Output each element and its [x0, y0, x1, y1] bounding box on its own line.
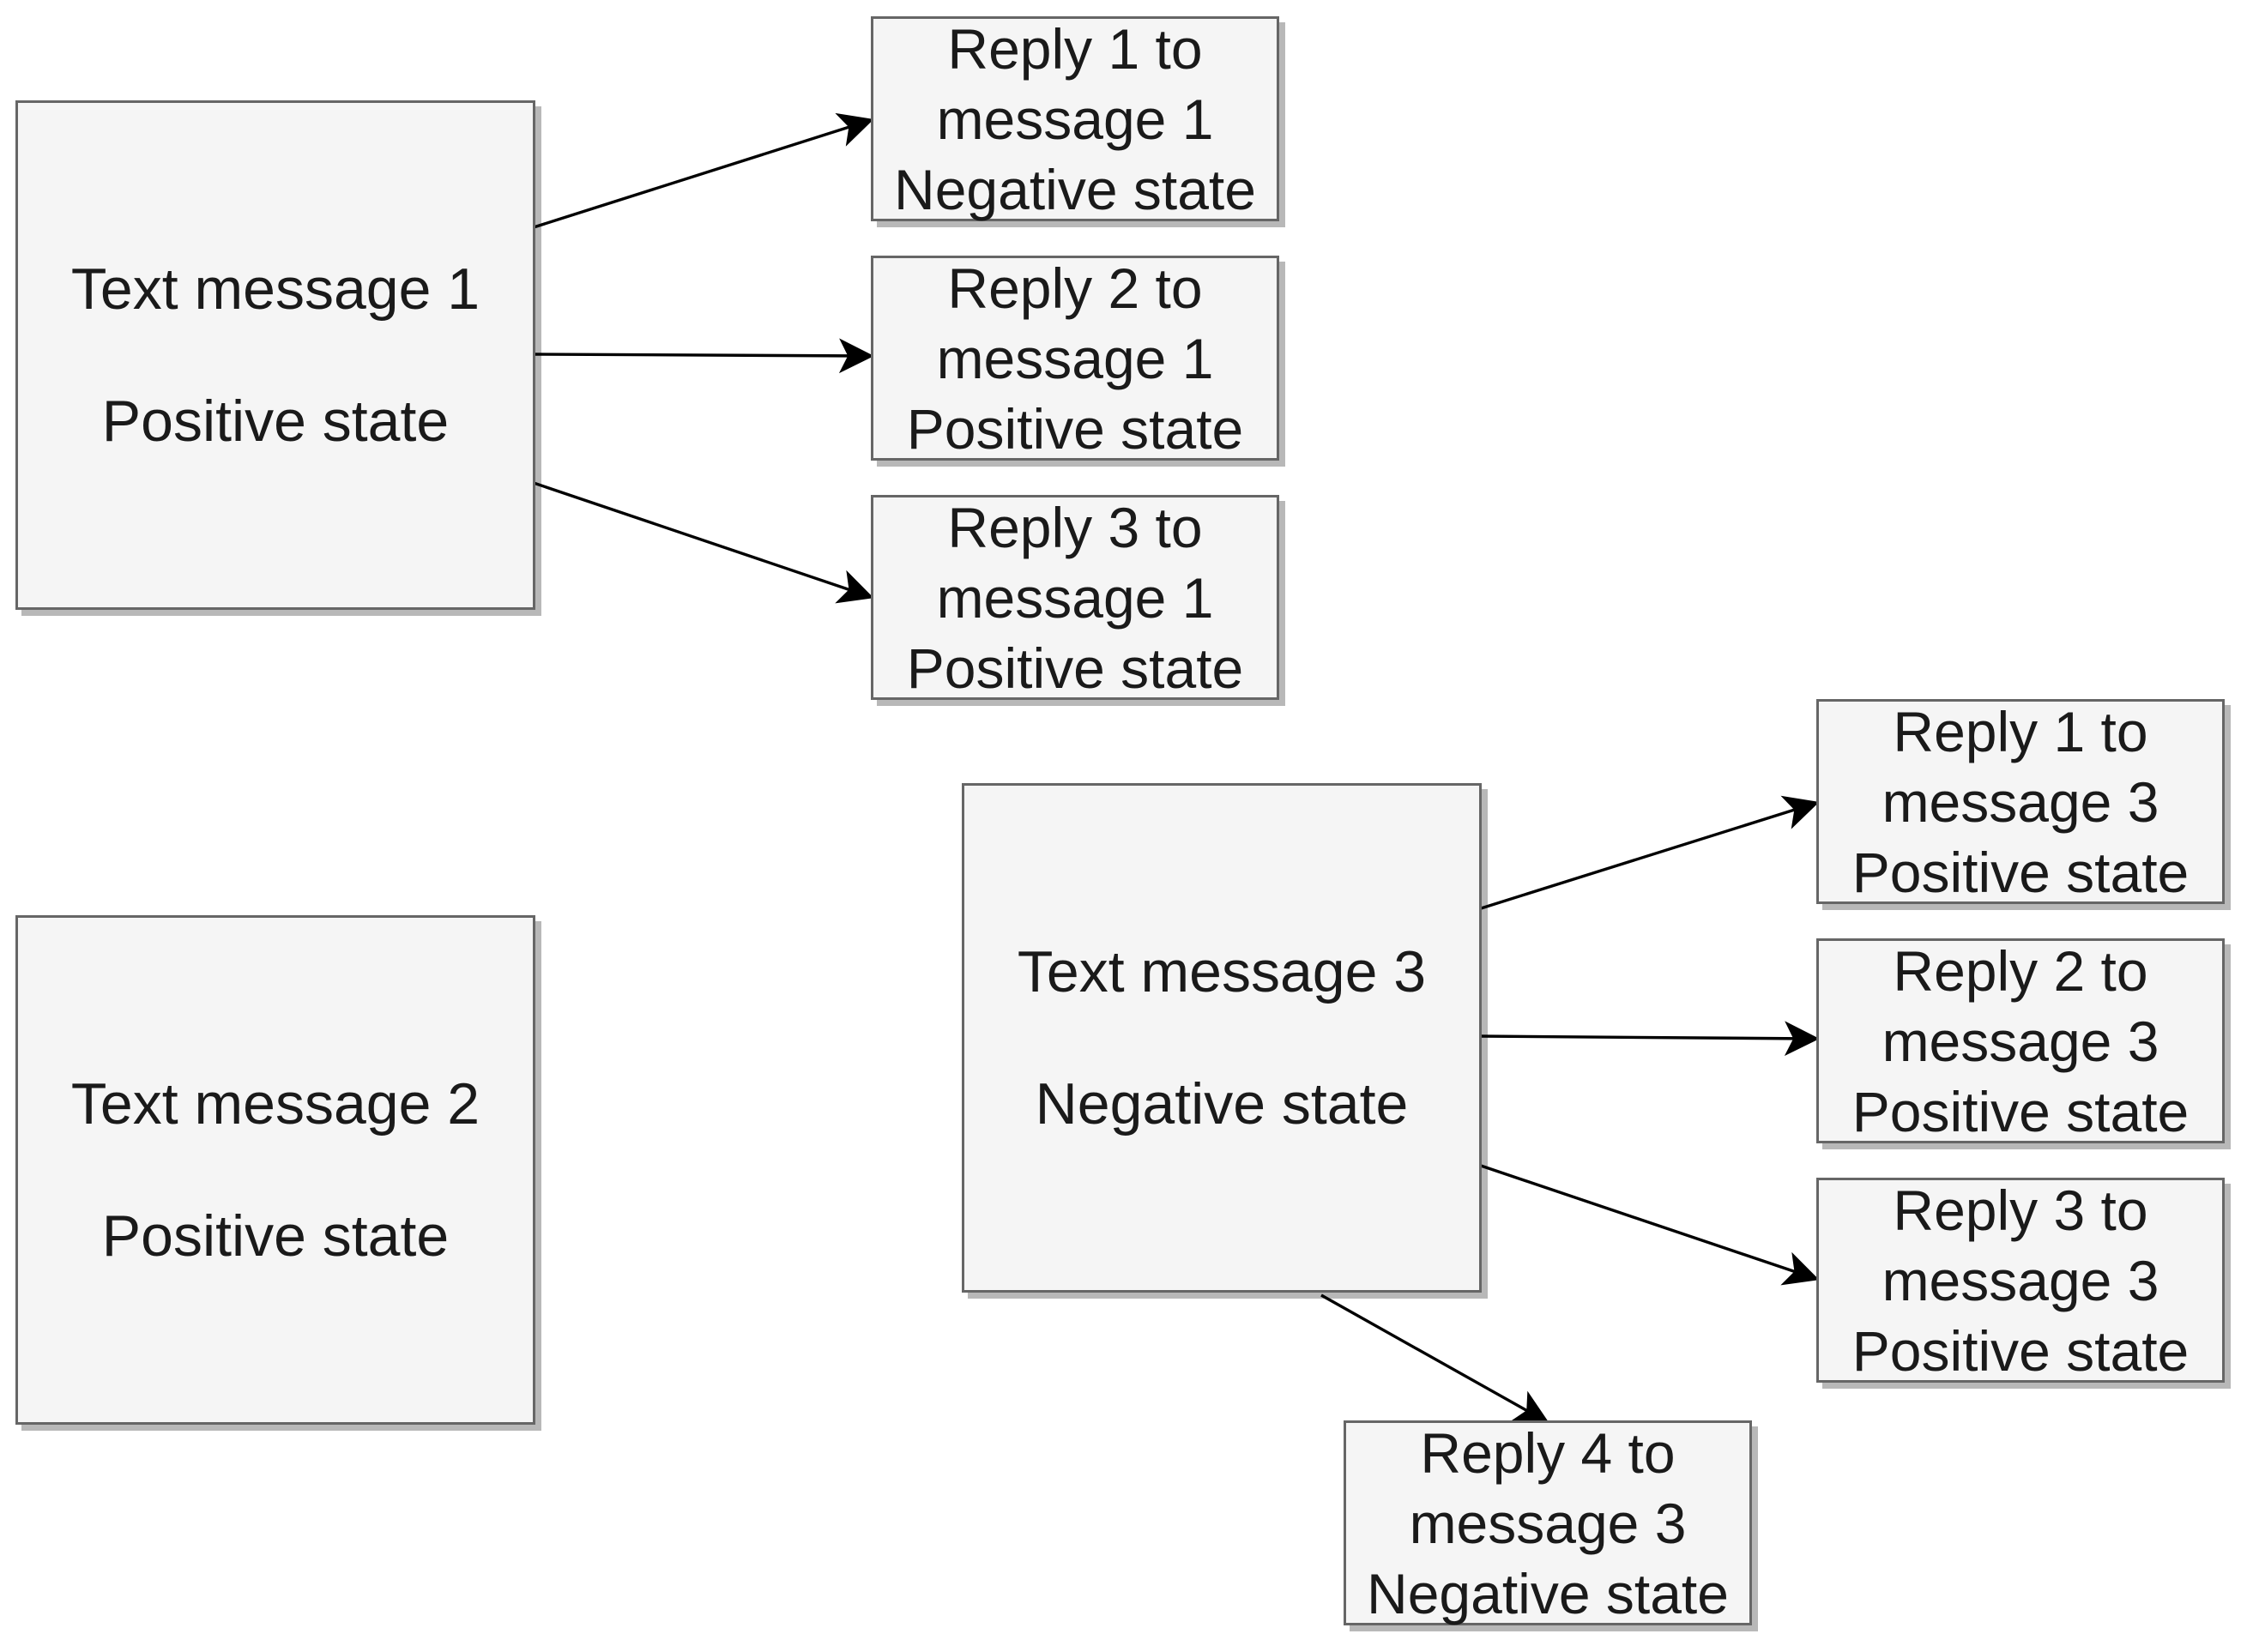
reply-4-message-3-box: Reply 4 to message 3 Negative state: [1344, 1420, 1752, 1625]
reply-3-message-1-line1: Reply 3 to: [947, 495, 1203, 559]
edge-message-1-to-reply-2: [533, 338, 874, 374]
reply-3-message-1-line2: message 1: [936, 565, 1214, 630]
reply-3-message-3-line2: message 3: [1882, 1248, 2159, 1312]
edge-message-3-to-reply-4: [1320, 1293, 1549, 1424]
reply-2-message-3-line2: message 3: [1882, 1009, 2159, 1073]
edge-message-3-to-reply-3: [1477, 1163, 1820, 1286]
reply-1-message-3-state: Positive state: [1851, 840, 2190, 904]
reply-1-message-3-line1: Reply 1 to: [1893, 699, 2148, 763]
reply-1-message-3-line2: message 3: [1882, 769, 2159, 834]
message-3-box: Text message 3 Negative state: [962, 783, 1482, 1293]
reply-4-message-3-line2: message 3: [1409, 1491, 1687, 1555]
reply-1-message-3-box: Reply 1 to message 3 Positive state: [1816, 699, 2225, 904]
message-3-state: Negative state: [1035, 1071, 1409, 1137]
reply-2-message-3-state: Positive state: [1851, 1079, 2190, 1143]
edge-message-3-to-reply-1: [1477, 795, 1820, 911]
reply-2-message-1-line2: message 1: [936, 326, 1214, 390]
edge-message-3-to-reply-2: [1477, 1021, 1820, 1057]
message-2-box: Text message 2 Positive state: [15, 915, 535, 1425]
message-2-state: Positive state: [101, 1203, 450, 1269]
reply-2-message-3-line1: Reply 2 to: [1893, 938, 2148, 1003]
reply-4-message-3-line1: Reply 4 to: [1420, 1420, 1676, 1485]
reply-2-message-1-box: Reply 2 to message 1 Positive state: [871, 256, 1279, 461]
message-3-title: Text message 3: [1017, 939, 1427, 1004]
message-1-state: Positive state: [101, 389, 450, 454]
reply-1-message-1-box: Reply 1 to message 1 Negative state: [871, 16, 1279, 221]
reply-1-message-1-state: Negative state: [894, 157, 1256, 221]
reply-2-message-1-state: Positive state: [906, 396, 1244, 461]
reply-3-message-1-state: Positive state: [906, 636, 1244, 700]
reply-3-message-3-box: Reply 3 to message 3 Positive state: [1816, 1178, 2225, 1383]
reply-3-message-3-line1: Reply 3 to: [1893, 1178, 2148, 1242]
reply-2-message-1-line1: Reply 2 to: [947, 256, 1203, 320]
reply-4-message-3-state: Negative state: [1367, 1561, 1729, 1625]
reply-3-message-1-box: Reply 3 to message 1 Positive state: [871, 495, 1279, 700]
message-1-title: Text message 1: [70, 256, 480, 322]
edge-message-1-to-reply-3: [533, 481, 874, 604]
message-1-box: Text message 1 Positive state: [15, 100, 535, 610]
edge-message-1-to-reply-1: [533, 112, 874, 229]
reply-1-message-1-line2: message 1: [936, 87, 1214, 151]
reply-2-message-3-box: Reply 2 to message 3 Positive state: [1816, 938, 2225, 1143]
message-2-title: Text message 2: [70, 1071, 480, 1137]
reply-3-message-3-state: Positive state: [1851, 1318, 2190, 1383]
reply-1-message-1-line1: Reply 1 to: [947, 16, 1203, 81]
